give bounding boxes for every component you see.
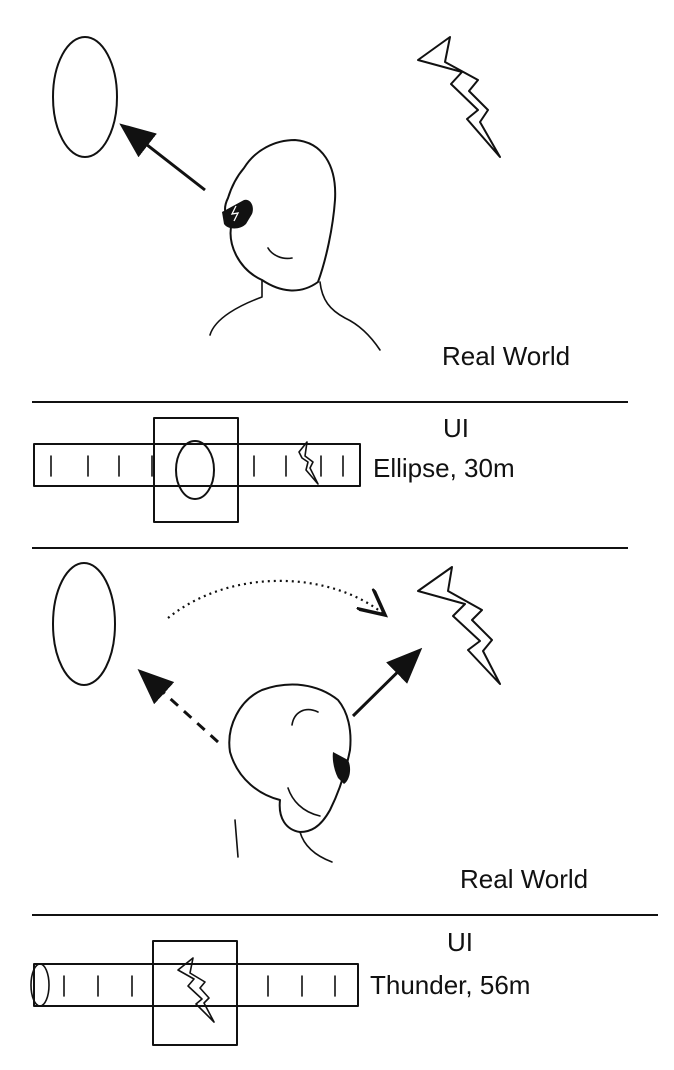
lightning-marker-icon xyxy=(177,957,215,1023)
panel-1-ui-label: UI xyxy=(443,413,469,443)
panel-1-readout: Ellipse, 30m xyxy=(373,453,515,483)
lightning-icon xyxy=(417,566,501,685)
head-icon xyxy=(209,139,381,351)
panel-1-scene: Real World xyxy=(52,36,570,371)
head-mounted-display xyxy=(332,752,351,784)
panel-1-ui: UI Ellipse, 30m xyxy=(33,413,515,523)
center-window xyxy=(152,940,238,1046)
previous-gaze-arrow xyxy=(137,668,220,744)
ellipse-marker-icon xyxy=(175,440,215,500)
panel-2-readout: Thunder, 56m xyxy=(370,970,530,1000)
gaze-arrow xyxy=(119,123,206,192)
panel-2-ui: UI Thunder, 56m xyxy=(30,927,530,1046)
lightning-icon xyxy=(417,36,501,158)
current-gaze-arrow xyxy=(351,647,423,718)
panel-2-ui-label: UI xyxy=(447,927,473,957)
panel-1-world-label: Real World xyxy=(442,341,570,371)
ellipse-icon xyxy=(52,36,118,158)
lightning-marker-icon xyxy=(298,441,319,485)
ellipse-icon xyxy=(52,562,116,686)
center-window xyxy=(153,417,239,523)
turn-motion-arrow xyxy=(167,579,385,619)
compass-strip-icon xyxy=(33,417,361,523)
compass-strip-icon xyxy=(30,940,359,1046)
head-icon xyxy=(228,683,352,863)
ellipse-marker-icon xyxy=(30,963,50,1007)
panel-2-scene: Real World xyxy=(52,562,588,894)
panel-2-world-label: Real World xyxy=(460,864,588,894)
